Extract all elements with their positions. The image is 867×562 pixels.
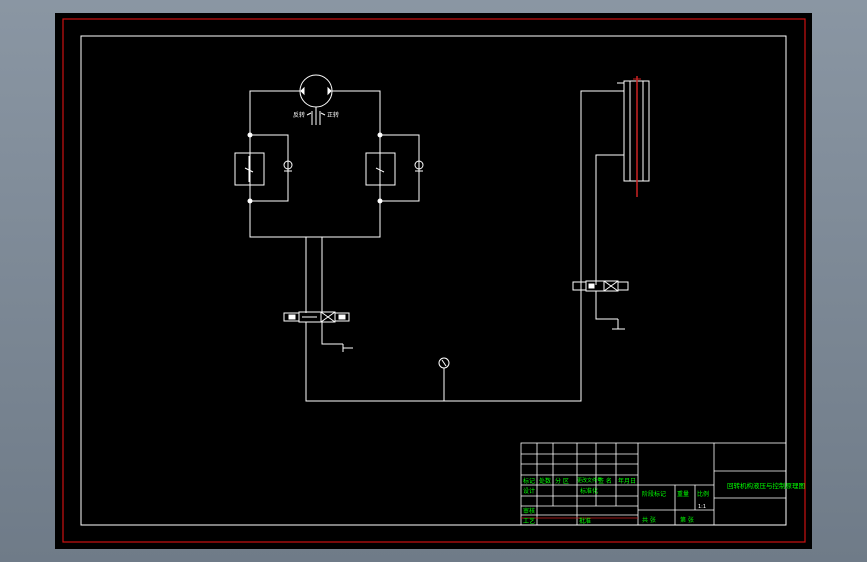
pressure-gauge-icon [438,357,450,369]
tb-review: 审核 [523,507,535,515]
motor-port-right-arrow [327,86,332,96]
drawing-border [80,35,787,526]
tb-mark: 标记 [523,477,535,485]
tb-count: 处数 [539,477,551,485]
title-block-text: 标记 处数 分 区 更改文件号 签 名 年月日 设计 标准化 阶段标记 重量 比… [523,477,805,525]
cad-viewport[interactable]: 反转 正转 标记 处数 分 区 更改文件号 签 名 年月日 设计 [55,13,812,549]
tb-sheet-total: 共 张 [642,516,656,524]
motor-port-left-arrow [300,86,305,96]
tb-process: 工艺 [523,517,535,525]
check-valve-left-icon [283,160,293,170]
tb-approve: 批准 [579,517,591,525]
tb-sign: 签 名 [598,477,612,485]
tb-zone: 分 区 [555,477,569,485]
tb-scale: 比例 [697,490,709,498]
motor-label-reverse: 反转 [293,111,305,119]
tb-weight: 重量 [677,490,689,498]
left-circuit [234,74,590,402]
tb-sheet-no: 第 张 [680,516,694,524]
throttle-valve-left [234,152,265,186]
hydraulic-schematic: 反转 正转 标记 处数 分 区 更改文件号 签 名 年月日 设计 [62,18,806,543]
motor-label-forward: 正转 [327,111,339,119]
tb-stage-mark: 阶段标记 [642,490,666,498]
tb-change-no: 更改文件号 [577,477,602,484]
junction-dots [247,132,383,204]
outer-frame [62,18,806,543]
throttle-valve-right [365,152,396,186]
title-block [520,442,787,526]
tb-date: 年月日 [618,477,636,485]
hydraulic-motor-icon [299,74,333,108]
check-valve-right-icon [414,160,424,170]
drawing-title: 回转机构液压与控制原理图 [727,481,805,490]
tb-design: 设计 [523,487,535,495]
tb-scale-value: 1:1 [698,504,706,510]
tb-standard: 标准化 [580,487,598,495]
right-circuit [572,80,650,330]
